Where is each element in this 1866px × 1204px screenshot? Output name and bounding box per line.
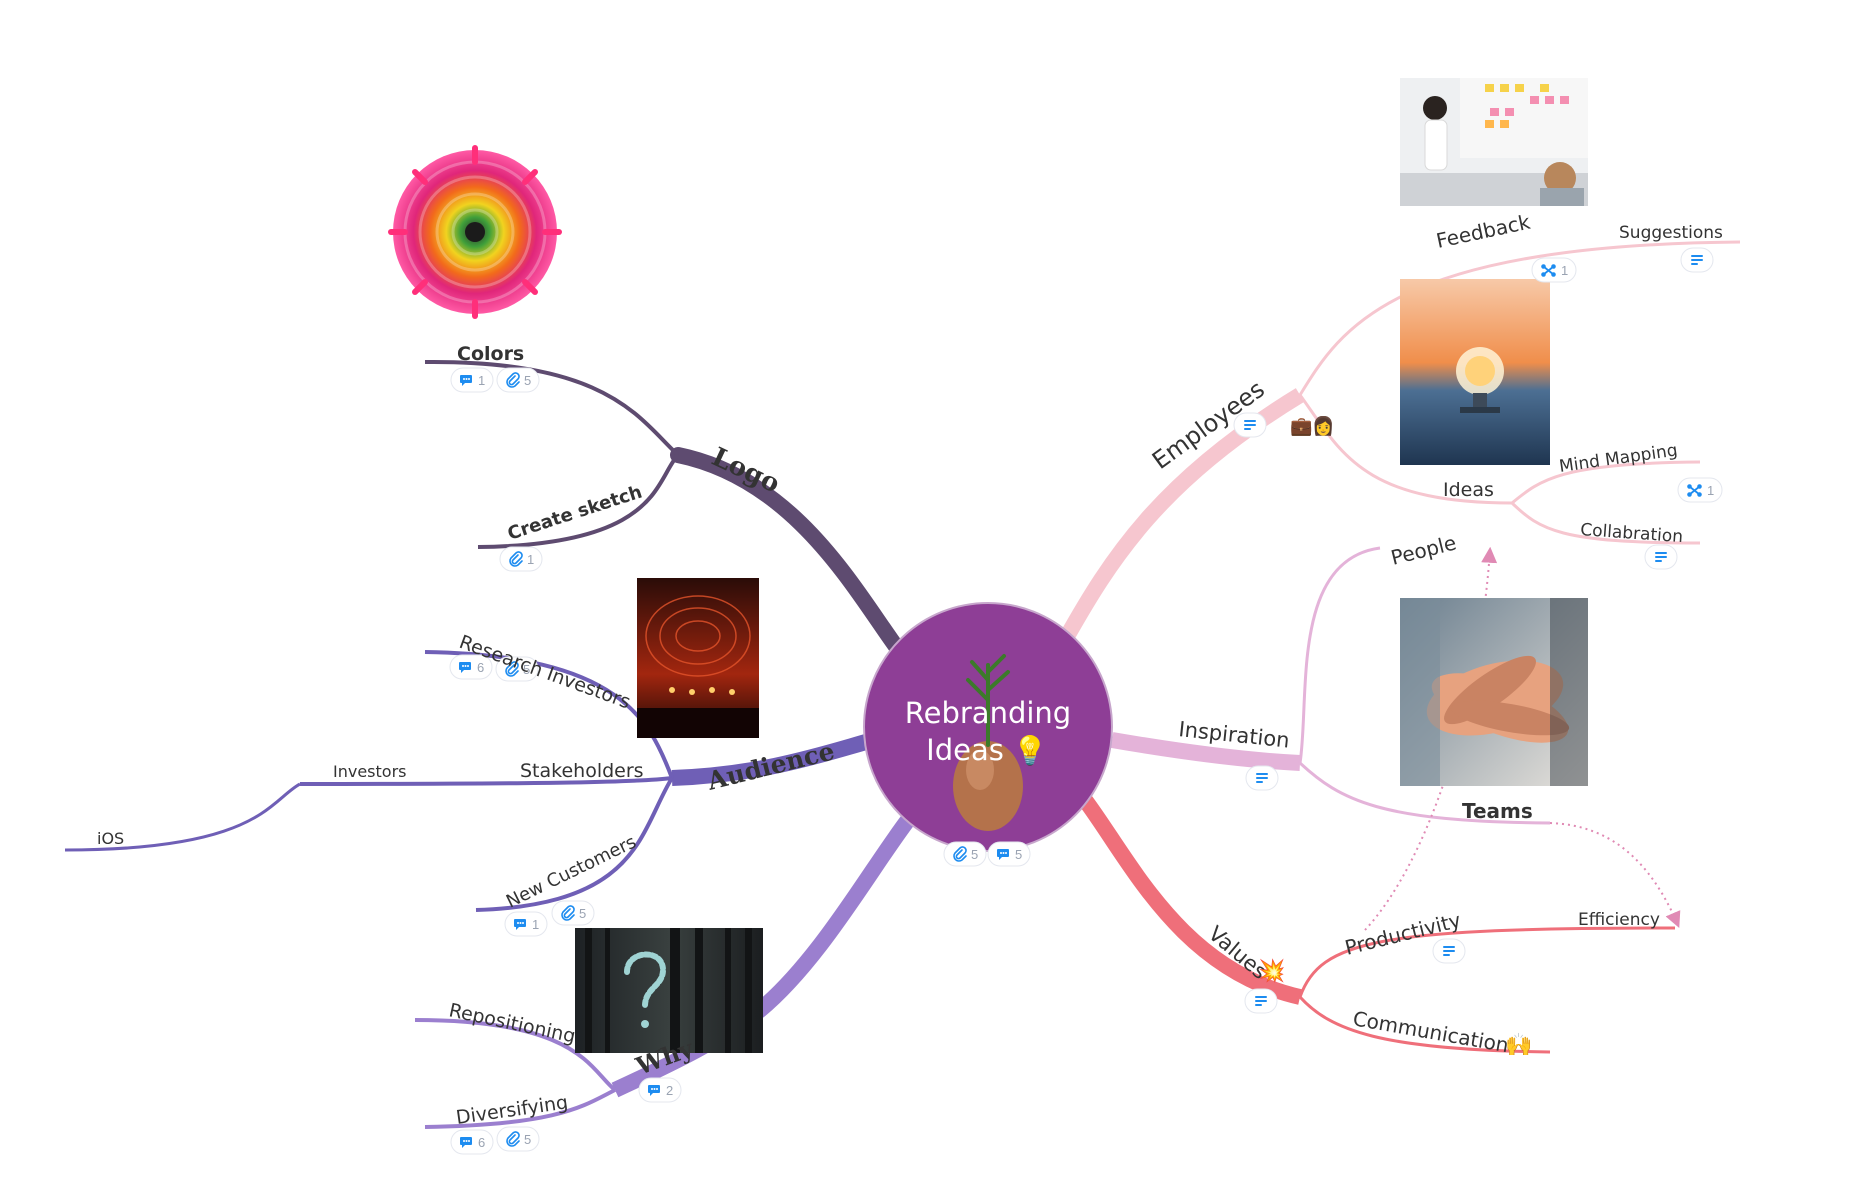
topic-ios[interactable]: iOS (97, 829, 124, 848)
new-customers-attachments-badge[interactable]: 5 (551, 900, 595, 926)
logo-branch-line (670, 447, 911, 664)
topic-communication[interactable]: Communication (1351, 1006, 1510, 1057)
investors-branch-line (64, 782, 301, 852)
colors-attachments-badge[interactable]: 5 (496, 367, 540, 393)
lightbulb-sunset-image (1400, 279, 1550, 465)
svg-text:5: 5 (971, 847, 978, 862)
plant-sprout-icon (966, 654, 1010, 747)
inspiration-branch-line (1110, 732, 1301, 771)
new-customers-comments-badge[interactable]: 1 (504, 911, 548, 937)
hands-together-image (1400, 598, 1588, 786)
topic-suggestions[interactable]: Suggestions (1619, 223, 1723, 243)
topic-new-customers[interactable]: New Customers (503, 831, 640, 912)
inspiration-note-badge[interactable] (1245, 765, 1279, 791)
suggestions-note-badge[interactable] (1680, 247, 1714, 273)
topic-efficiency[interactable]: Efficiency (1578, 910, 1660, 930)
svg-text:1: 1 (478, 373, 485, 388)
central-topic-title-line1: Rebranding (905, 696, 1071, 730)
flower-image (388, 145, 562, 319)
topic-stakeholders[interactable]: Stakeholders (520, 760, 644, 782)
colors-comments-badge[interactable]: 1 (450, 367, 494, 393)
mind-mapping-branch-line (1511, 460, 1701, 505)
concert-image (637, 578, 759, 738)
why-comments-badge[interactable]: 2 (638, 1077, 682, 1103)
svg-text:1: 1 (1561, 263, 1568, 278)
praying-hands-emoji-icon: 🙌 (1505, 1032, 1532, 1057)
svg-text:5: 5 (524, 373, 531, 388)
svg-text:1: 1 (1707, 483, 1714, 498)
svg-text:1: 1 (532, 917, 539, 932)
productivity-branch-line (1298, 926, 1676, 998)
why-branch-line (611, 815, 915, 1098)
stakeholders-branch-line (299, 776, 673, 786)
lightbulb-emoji-icon: 💡 (1013, 734, 1048, 767)
topic-colors[interactable]: Colors (457, 343, 524, 365)
central-topic[interactable]: Rebranding Ideas 💡 (863, 602, 1113, 852)
center-comments-badge[interactable]: 5 (987, 841, 1031, 867)
productivity-note-badge[interactable] (1432, 938, 1466, 964)
collabration-branch-line (1510, 501, 1701, 545)
topic-ideas[interactable]: Ideas (1443, 479, 1494, 501)
topic-audience[interactable]: Audience (703, 736, 837, 796)
topic-mind-mapping[interactable]: Mind Mapping (1558, 441, 1679, 477)
topic-logo[interactable]: Logo (707, 442, 784, 499)
diversifying-branch-line (424, 1088, 616, 1129)
sketch-branch-line (477, 453, 680, 549)
research-branch-line (424, 650, 674, 779)
research-attachments-badge[interactable]: 5 (495, 656, 539, 682)
center-attachments-badge[interactable]: 5 (943, 841, 987, 867)
audience-branch-line (671, 734, 869, 786)
topic-teams[interactable]: Teams (1462, 799, 1533, 823)
feedback-links-badge[interactable]: 1 (1531, 257, 1577, 283)
svg-text:5: 5 (1015, 847, 1022, 862)
research-comments-badge[interactable]: 6 (449, 654, 493, 680)
new-customers-branch-line (475, 776, 674, 912)
ideas-branch-line (1298, 394, 1513, 505)
topic-feedback[interactable]: Feedback (1434, 210, 1533, 253)
communication-branch-line (1298, 995, 1551, 1054)
topic-people[interactable]: People (1388, 530, 1458, 569)
topic-investors[interactable]: Investors (333, 762, 406, 781)
colors-branch-line (424, 359, 680, 457)
values-branch-line (1078, 795, 1302, 1005)
employees-emoji-icon: 💼👩 (1290, 415, 1335, 436)
repositioning-branch-line (414, 1018, 617, 1092)
topic-repositioning[interactable]: Repositioning (447, 999, 577, 1047)
svg-text:5: 5 (523, 662, 530, 677)
people-branch-line (1298, 546, 1381, 764)
question-forest-image (575, 928, 763, 1053)
svg-text:6: 6 (477, 660, 484, 675)
svg-text:1: 1 (527, 552, 534, 567)
svg-text:5: 5 (579, 906, 586, 921)
svg-text:2: 2 (666, 1083, 673, 1098)
teams-branch-line (1298, 761, 1551, 825)
values-note-badge[interactable] (1244, 988, 1278, 1014)
topic-collabration[interactable]: Collabration (1580, 520, 1684, 547)
sketch-attachments-badge[interactable]: 1 (499, 546, 543, 572)
svg-text:6: 6 (478, 1135, 485, 1150)
mind-mapping-links-badge[interactable]: 1 (1677, 477, 1723, 503)
svg-text:5: 5 (524, 1132, 531, 1147)
values-emoji-icon: 💥 (1258, 958, 1285, 984)
office-image (1400, 78, 1588, 206)
diversifying-attachments-badge[interactable]: 5 (496, 1126, 540, 1152)
diversifying-comments-badge[interactable]: 6 (450, 1129, 494, 1155)
employees-note-badge[interactable] (1233, 412, 1267, 438)
central-topic-title-line2: Ideas (926, 733, 1004, 767)
collabration-note-badge[interactable] (1644, 544, 1678, 570)
